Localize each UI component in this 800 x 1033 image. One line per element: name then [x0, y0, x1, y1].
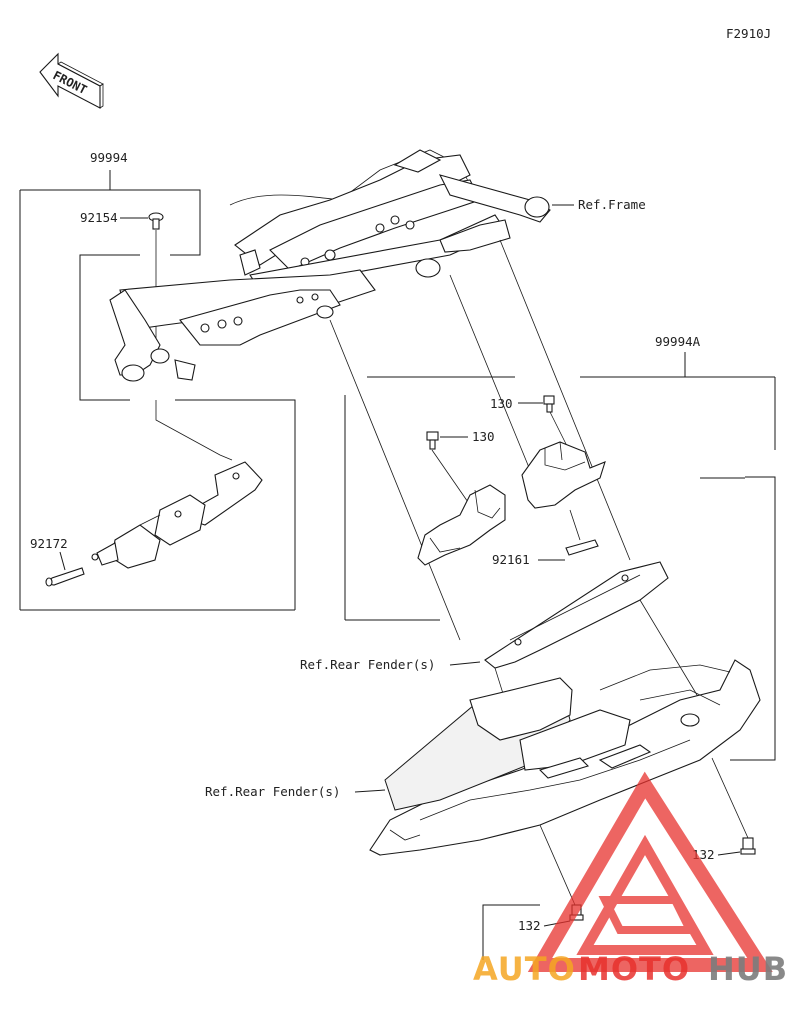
- bracket-right-lower-drawing: [417, 484, 506, 566]
- pad-92161-drawing: [565, 539, 599, 556]
- bracket-drawing: [154, 461, 263, 546]
- rear-fender-drawing: [369, 659, 761, 856]
- svg-text:AUTO: AUTO: [473, 950, 576, 988]
- label-130-a: 130: [490, 396, 513, 411]
- bracket-right-upper-drawing: [521, 441, 606, 509]
- bolt-92154-icon: [148, 212, 164, 230]
- diagram-code: F2910J: [726, 26, 771, 41]
- kit-left-outline: [19, 170, 296, 611]
- screw-92172-icon: [45, 567, 85, 587]
- ref-frame-label: Ref.Frame: [578, 197, 646, 212]
- plate-drawing: [484, 561, 669, 669]
- kit-right-outline: [344, 352, 776, 960]
- label-92161: 92161: [492, 552, 530, 567]
- frame-drawing: [109, 149, 551, 382]
- label-92154: 92154: [80, 210, 118, 225]
- front-arrow-icon: FRONT: [39, 52, 104, 109]
- svg-text:MOTO: MOTO: [578, 950, 690, 988]
- svg-text:HUB: HUB: [708, 950, 788, 988]
- label-130-b: 130: [472, 429, 495, 444]
- switch-drawing: [91, 514, 161, 569]
- ref-rear-fender-label-1: Ref.Rear Fender(s): [300, 657, 435, 672]
- bolt-132-a-icon: [740, 837, 756, 855]
- label-132-b: 132: [518, 918, 541, 933]
- kit-left-label: 99994: [90, 150, 128, 165]
- ref-rear-fender-label-2: Ref.Rear Fender(s): [205, 784, 340, 799]
- watermark-logo: [527, 771, 773, 972]
- label-92172: 92172: [30, 536, 68, 551]
- bolt-130-b-icon: [426, 431, 439, 450]
- watermark-text: AUTO MOTO HUB: [473, 950, 788, 988]
- kit-right-label: 99994A: [655, 334, 701, 349]
- bolt-130-a-icon: [543, 395, 555, 413]
